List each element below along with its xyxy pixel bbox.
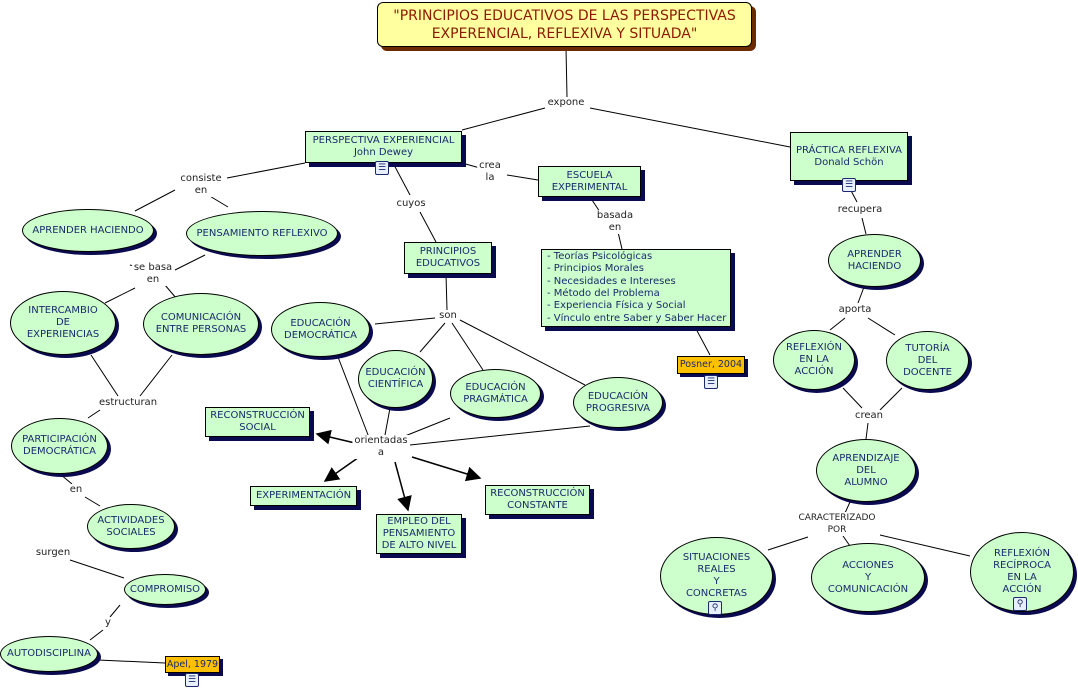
concept-participacion: PARTICIPACIÓN DEMOCRÁTICA <box>11 418 108 474</box>
concept-comunicacion: COMUNICACIÓN ENTRE PERSONAS <box>143 293 259 355</box>
concept-experimentacion: EXPERIMENTACIÓN <box>250 486 357 506</box>
concept-list: - Teorías Psicológicas - Principios Mora… <box>541 249 731 327</box>
concept-autodisciplina: AUTODISCIPLINA <box>0 636 98 672</box>
concept-escuela: ESCUELA EXPERIMENTAL <box>538 166 641 197</box>
concept-tutoria: TUTORÍA DEL DOCENTE <box>886 331 969 390</box>
concept-aprender-l: APRENDER HACIENDO <box>22 209 154 252</box>
concept-ed-cientifica: EDUCACIÓN CIENTÍFICA <box>358 350 433 408</box>
concept-persp-exp: PERSPECTIVA EXPERIENCIAL John Dewey <box>305 131 462 163</box>
document-icon[interactable]: ☰ <box>375 161 389 175</box>
concept-aprender-r: APRENDER HACIENDO <box>828 234 921 287</box>
concept-ed-democratica: EDUCACIÓN DEMOCRÁTICA <box>271 302 370 357</box>
link-label-expone: expone <box>545 97 587 109</box>
concept-apel: Apel, 1979 <box>165 656 220 673</box>
concept-actividades: ACTIVIDADES SOCIALES <box>87 504 175 549</box>
link-label-son: son <box>437 310 459 322</box>
link-label-crean: crean <box>852 410 886 422</box>
concept-reflexion-accion: REFLEXIÓN EN LA ACCIÓN <box>773 330 855 390</box>
concept-principios: PRINCIPIOS EDUCATIVOS <box>404 242 492 274</box>
concept-compromiso: COMPROMISO <box>124 574 206 605</box>
link-label-estructuran: estructuran <box>96 397 160 409</box>
link-label-en: en <box>67 484 85 496</box>
document-icon[interactable]: ☰ <box>842 178 856 192</box>
link-label-se-basa-en: se basa en <box>131 262 175 286</box>
concept-map-icon[interactable]: ⚲ <box>708 601 722 615</box>
link-label-aporta: aporta <box>836 304 874 316</box>
link-label-crea-la: crea la <box>477 160 503 184</box>
document-icon[interactable]: ☰ <box>704 375 718 389</box>
concept-recon-social: RECONSTRUCCIÓN SOCIAL <box>205 407 310 437</box>
concept-empleo: EMPLEO DEL PENSAMIENTO DE ALTO NIVEL <box>376 514 462 554</box>
link-label-recupera: recupera <box>835 204 885 216</box>
concept-reflexion-reciproca: REFLEXIÓN RECÍPROCA EN LA ACCIÓN <box>970 532 1074 612</box>
concept-practica: PRÁCTICA REFLEXIVA Donald Schön <box>790 132 908 181</box>
link-label-orientadas-a: orientadas a <box>352 435 410 459</box>
document-icon[interactable]: ☰ <box>185 673 199 687</box>
concept-ed-pragmatica: EDUCACIÓN PRAGMÁTICA <box>450 369 541 418</box>
link-label-consiste-en: consiste en <box>178 173 224 197</box>
concept-map-icon[interactable]: ⚲ <box>1013 597 1027 611</box>
concept-recon-constante: RECONSTRUCCIÓN CONSTANTE <box>485 485 590 515</box>
link-label-caracterizado-por: CARACTERIZADO POR <box>796 512 878 536</box>
link-label-basada-en: basada en <box>594 210 636 234</box>
concept-intercambio: INTERCAMBIO DE EXPERIENCIAS <box>10 291 116 355</box>
link-label-cuyos: cuyos <box>394 198 428 210</box>
concept-pensamiento: PENSAMIENTO REFLEXIVO <box>186 211 338 256</box>
concept-posner: Posner, 2004 <box>677 356 745 374</box>
concept-ed-progresiva: EDUCACIÓN PROGRESIVA <box>573 377 663 428</box>
concept-acciones: ACCIONES Y COMUNICACIÓN <box>811 543 925 612</box>
link-label-y: y <box>103 617 113 629</box>
map-title: "PRINCIPIOS EDUCATIVOS DE LAS PERSPECTIV… <box>377 2 752 47</box>
concept-aprendizaje: APRENDIZAJE DEL ALUMNO <box>816 439 916 502</box>
link-label-surgen: surgen <box>33 547 73 559</box>
